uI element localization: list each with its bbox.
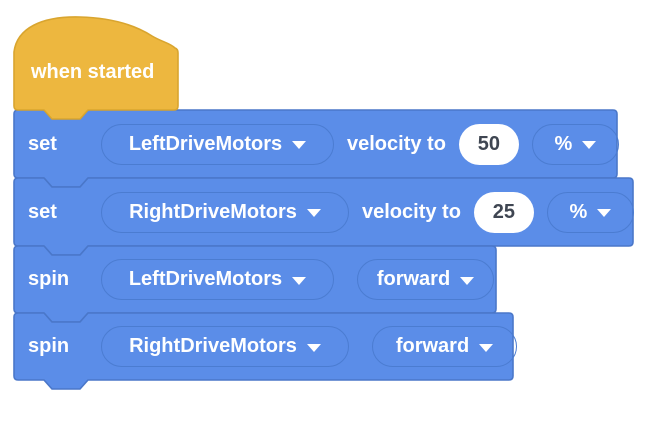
spin-keyword-label: spin [28,268,70,290]
chevron-down-icon [582,141,597,149]
motor-dropdown-value: LeftDriveMotors [128,132,283,155]
velocity-to-label: velocity to [362,200,461,223]
unit-dropdown[interactable]: % [531,123,619,165]
chevron-down-icon [479,343,494,352]
chevron-down-icon [460,276,475,285]
velocity-value: 25 [492,200,516,223]
velocity-value: 50 [477,132,501,155]
motor-dropdown[interactable]: LeftDriveMotors [101,259,334,300]
velocity-value-input[interactable]: 50 [458,123,519,165]
motor-dropdown[interactable]: RightDriveMotors [101,191,349,233]
set-velocity-block-2[interactable]: set RightDriveMotors velocity to 25 % [14,178,634,246]
unit-dropdown[interactable]: % [546,191,634,233]
chevron-down-icon [292,141,307,149]
chevron-down-icon [597,209,612,217]
velocity-value-input[interactable]: 25 [473,191,534,233]
set-velocity-block-2-shape[interactable] [13,177,634,256]
direction-dropdown[interactable]: forward [357,259,494,300]
motor-dropdown-value: LeftDriveMotors [128,268,283,290]
chevron-down-icon [306,209,321,217]
direction-dropdown[interactable]: forward [372,326,517,367]
chevron-down-icon [306,343,321,352]
spin-keyword-label: spin [28,335,70,357]
when-started-hat-block[interactable]: when started [14,42,178,102]
unit-dropdown-value: % [569,200,588,223]
velocity-to-label: velocity to [347,132,446,155]
motor-dropdown-value: RightDriveMotors [129,200,297,223]
direction-dropdown-value: forward [376,268,451,290]
set-keyword-label: set [28,132,57,155]
spin-block-1[interactable]: spin LeftDriveMotors forward [14,246,496,313]
motor-dropdown[interactable]: RightDriveMotors [101,326,349,367]
spin-block-2[interactable]: spin RightDriveMotors forward [14,313,517,380]
chevron-down-icon [292,276,307,285]
when-started-hat-shape[interactable] [13,16,179,120]
motor-dropdown-value: RightDriveMotors [129,335,297,357]
direction-dropdown-value: forward [395,335,470,357]
hat-block-label: when started [31,60,155,83]
set-keyword-label: set [28,200,57,223]
set-velocity-block-1[interactable]: set LeftDriveMotors velocity to 50 % [14,110,619,178]
unit-dropdown-value: % [554,132,573,155]
motor-dropdown[interactable]: LeftDriveMotors [101,123,334,165]
